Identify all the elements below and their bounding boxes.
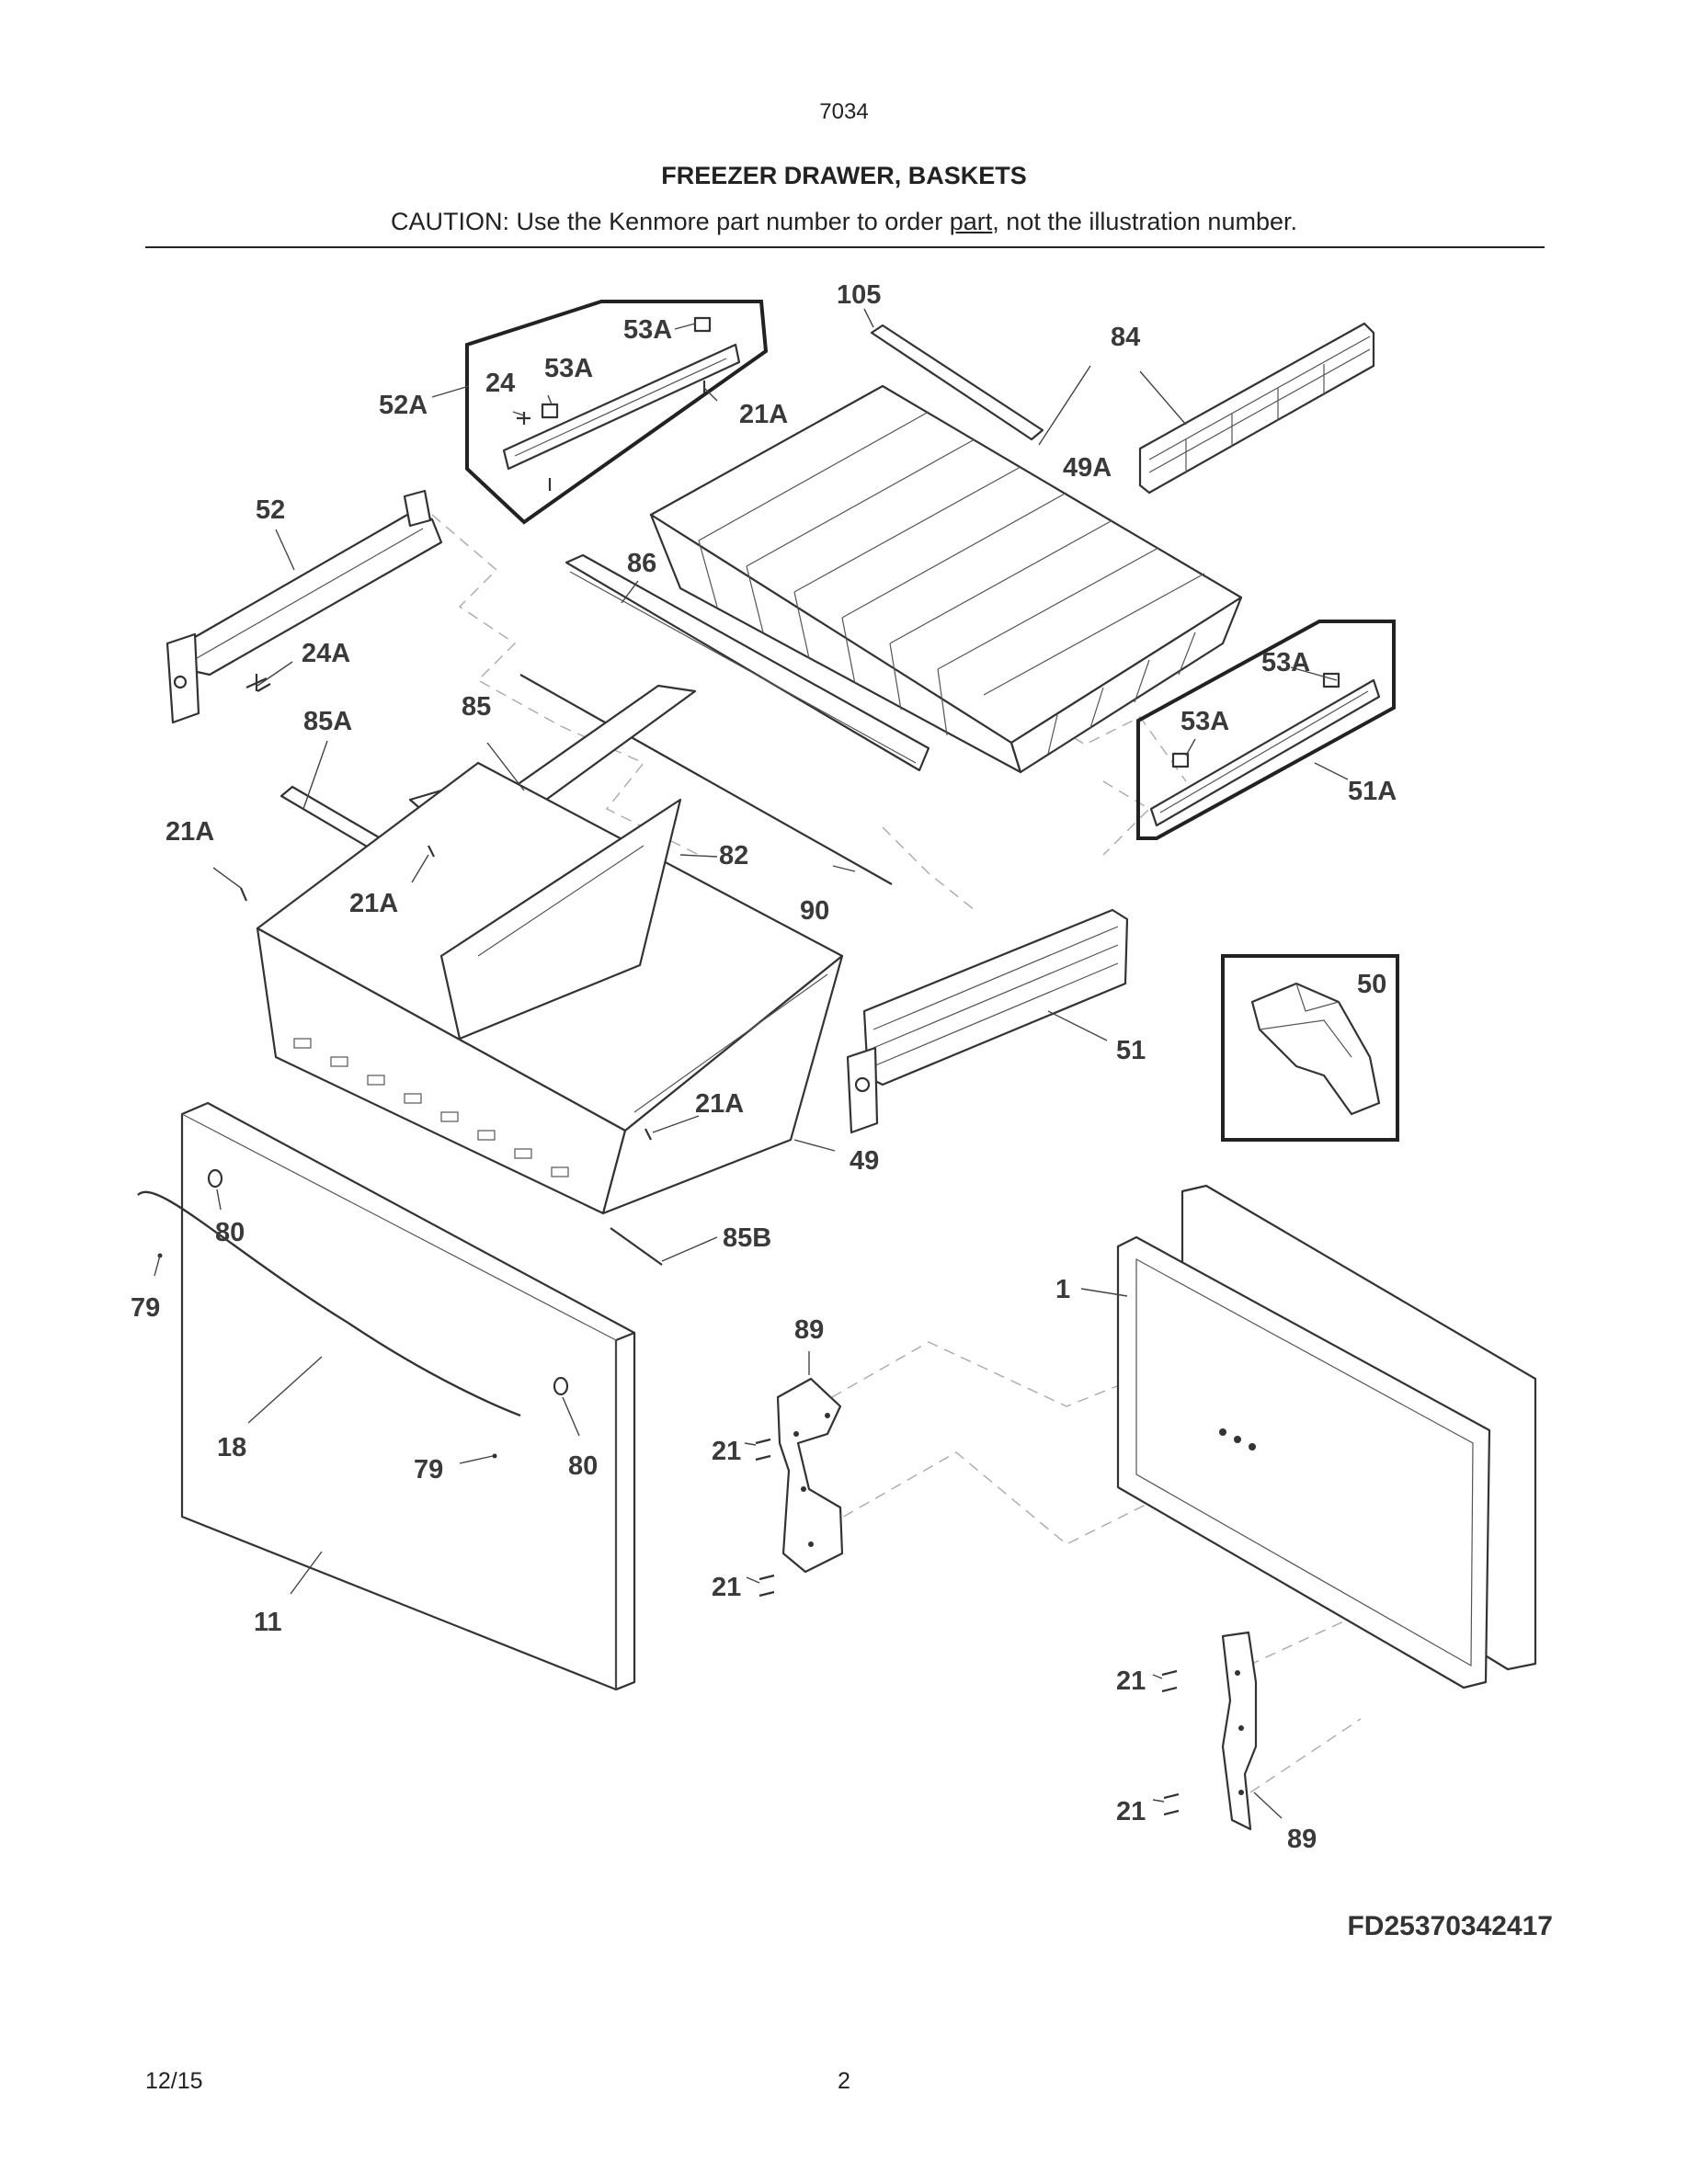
label-52a: 52A <box>379 391 428 420</box>
part-drawer-front-11 <box>180 1101 636 1691</box>
label-80-left: 80 <box>215 1218 245 1247</box>
label-53a-right: 53A <box>1261 648 1310 677</box>
part-bar-85b <box>610 1227 663 1266</box>
label-79-mid: 79 <box>414 1455 443 1484</box>
label-51: 51 <box>1116 1036 1146 1065</box>
label-49: 49 <box>850 1146 879 1176</box>
part-handle-18 <box>137 1190 521 1417</box>
part-rail-51 <box>846 908 1129 1134</box>
part-divider-105 <box>870 324 1044 441</box>
leader-lines <box>154 308 1349 1819</box>
header-rule <box>145 246 1545 248</box>
caution-before: CAUTION: Use the Kenmore part number to … <box>391 208 950 235</box>
label-85: 85 <box>462 692 491 722</box>
label-51a: 51A <box>1348 777 1397 806</box>
part-wire-basket-49a <box>649 384 1243 774</box>
label-85a: 85A <box>303 707 352 736</box>
label-21-right-upper: 21 <box>1116 1666 1146 1696</box>
label-21-upper: 21 <box>712 1437 741 1466</box>
label-21a-left: 21A <box>165 817 214 847</box>
callout-box-52a <box>465 300 769 525</box>
model-number: 7034 <box>819 99 869 124</box>
part-basket-82 <box>439 798 682 1041</box>
page-number: 2 <box>838 2068 850 2094</box>
page-title: FREEZER DRAWER, BASKETS <box>661 162 1027 189</box>
callout-box-50 <box>1221 954 1399 1142</box>
part-rail-front-86 <box>565 553 930 772</box>
callout-box-51a <box>1136 620 1396 840</box>
part-rail-52 <box>165 489 443 724</box>
label-86: 86 <box>627 549 656 578</box>
label-50: 50 <box>1357 970 1386 999</box>
label-105: 105 <box>837 280 881 310</box>
label-89-lower: 89 <box>1287 1825 1317 1854</box>
revision-date: 12/15 <box>145 2068 203 2094</box>
label-90: 90 <box>800 896 829 926</box>
label-18: 18 <box>217 1433 246 1462</box>
label-53a-top-2: 53A <box>544 354 593 383</box>
part-bracket-89-upper <box>776 1377 844 1574</box>
label-84: 84 <box>1111 323 1140 352</box>
part-gasket-1 <box>1116 1184 1537 1689</box>
label-79-left: 79 <box>131 1293 160 1323</box>
label-21a-bin: 21A <box>695 1089 744 1119</box>
label-24: 24 <box>485 369 515 398</box>
label-82: 82 <box>719 841 748 870</box>
label-85b: 85B <box>723 1223 771 1253</box>
caution-text: CAUTION: Use the Kenmore part number to … <box>0 208 1688 236</box>
part-caps-80 <box>207 1168 569 1396</box>
part-labels: 105 53A 53A 24 52A 21A 84 49A 52 86 24A … <box>131 280 1397 1854</box>
label-53a-top: 53A <box>623 315 672 345</box>
caution-after: , not the illustration number. <box>992 208 1297 235</box>
caution-underlined: part <box>949 208 993 235</box>
label-1: 1 <box>1055 1275 1070 1304</box>
part-bracket-89-lower <box>1221 1631 1258 1831</box>
part-rod-90 <box>519 674 893 885</box>
part-rack-84 <box>1138 322 1375 495</box>
label-21-right-lower: 21 <box>1116 1797 1146 1826</box>
label-24a: 24A <box>302 639 350 668</box>
label-11: 11 <box>254 1608 282 1637</box>
label-21-lower: 21 <box>712 1573 741 1602</box>
label-53a-right-2: 53A <box>1180 707 1229 736</box>
label-80-right: 80 <box>568 1451 598 1481</box>
figure-code: FD25370342417 <box>1347 1911 1553 1941</box>
label-21a-mid: 21A <box>349 889 398 918</box>
label-52: 52 <box>256 495 285 525</box>
label-49a: 49A <box>1063 453 1112 483</box>
label-21a-top: 21A <box>739 400 788 429</box>
label-89-upper: 89 <box>794 1315 824 1345</box>
